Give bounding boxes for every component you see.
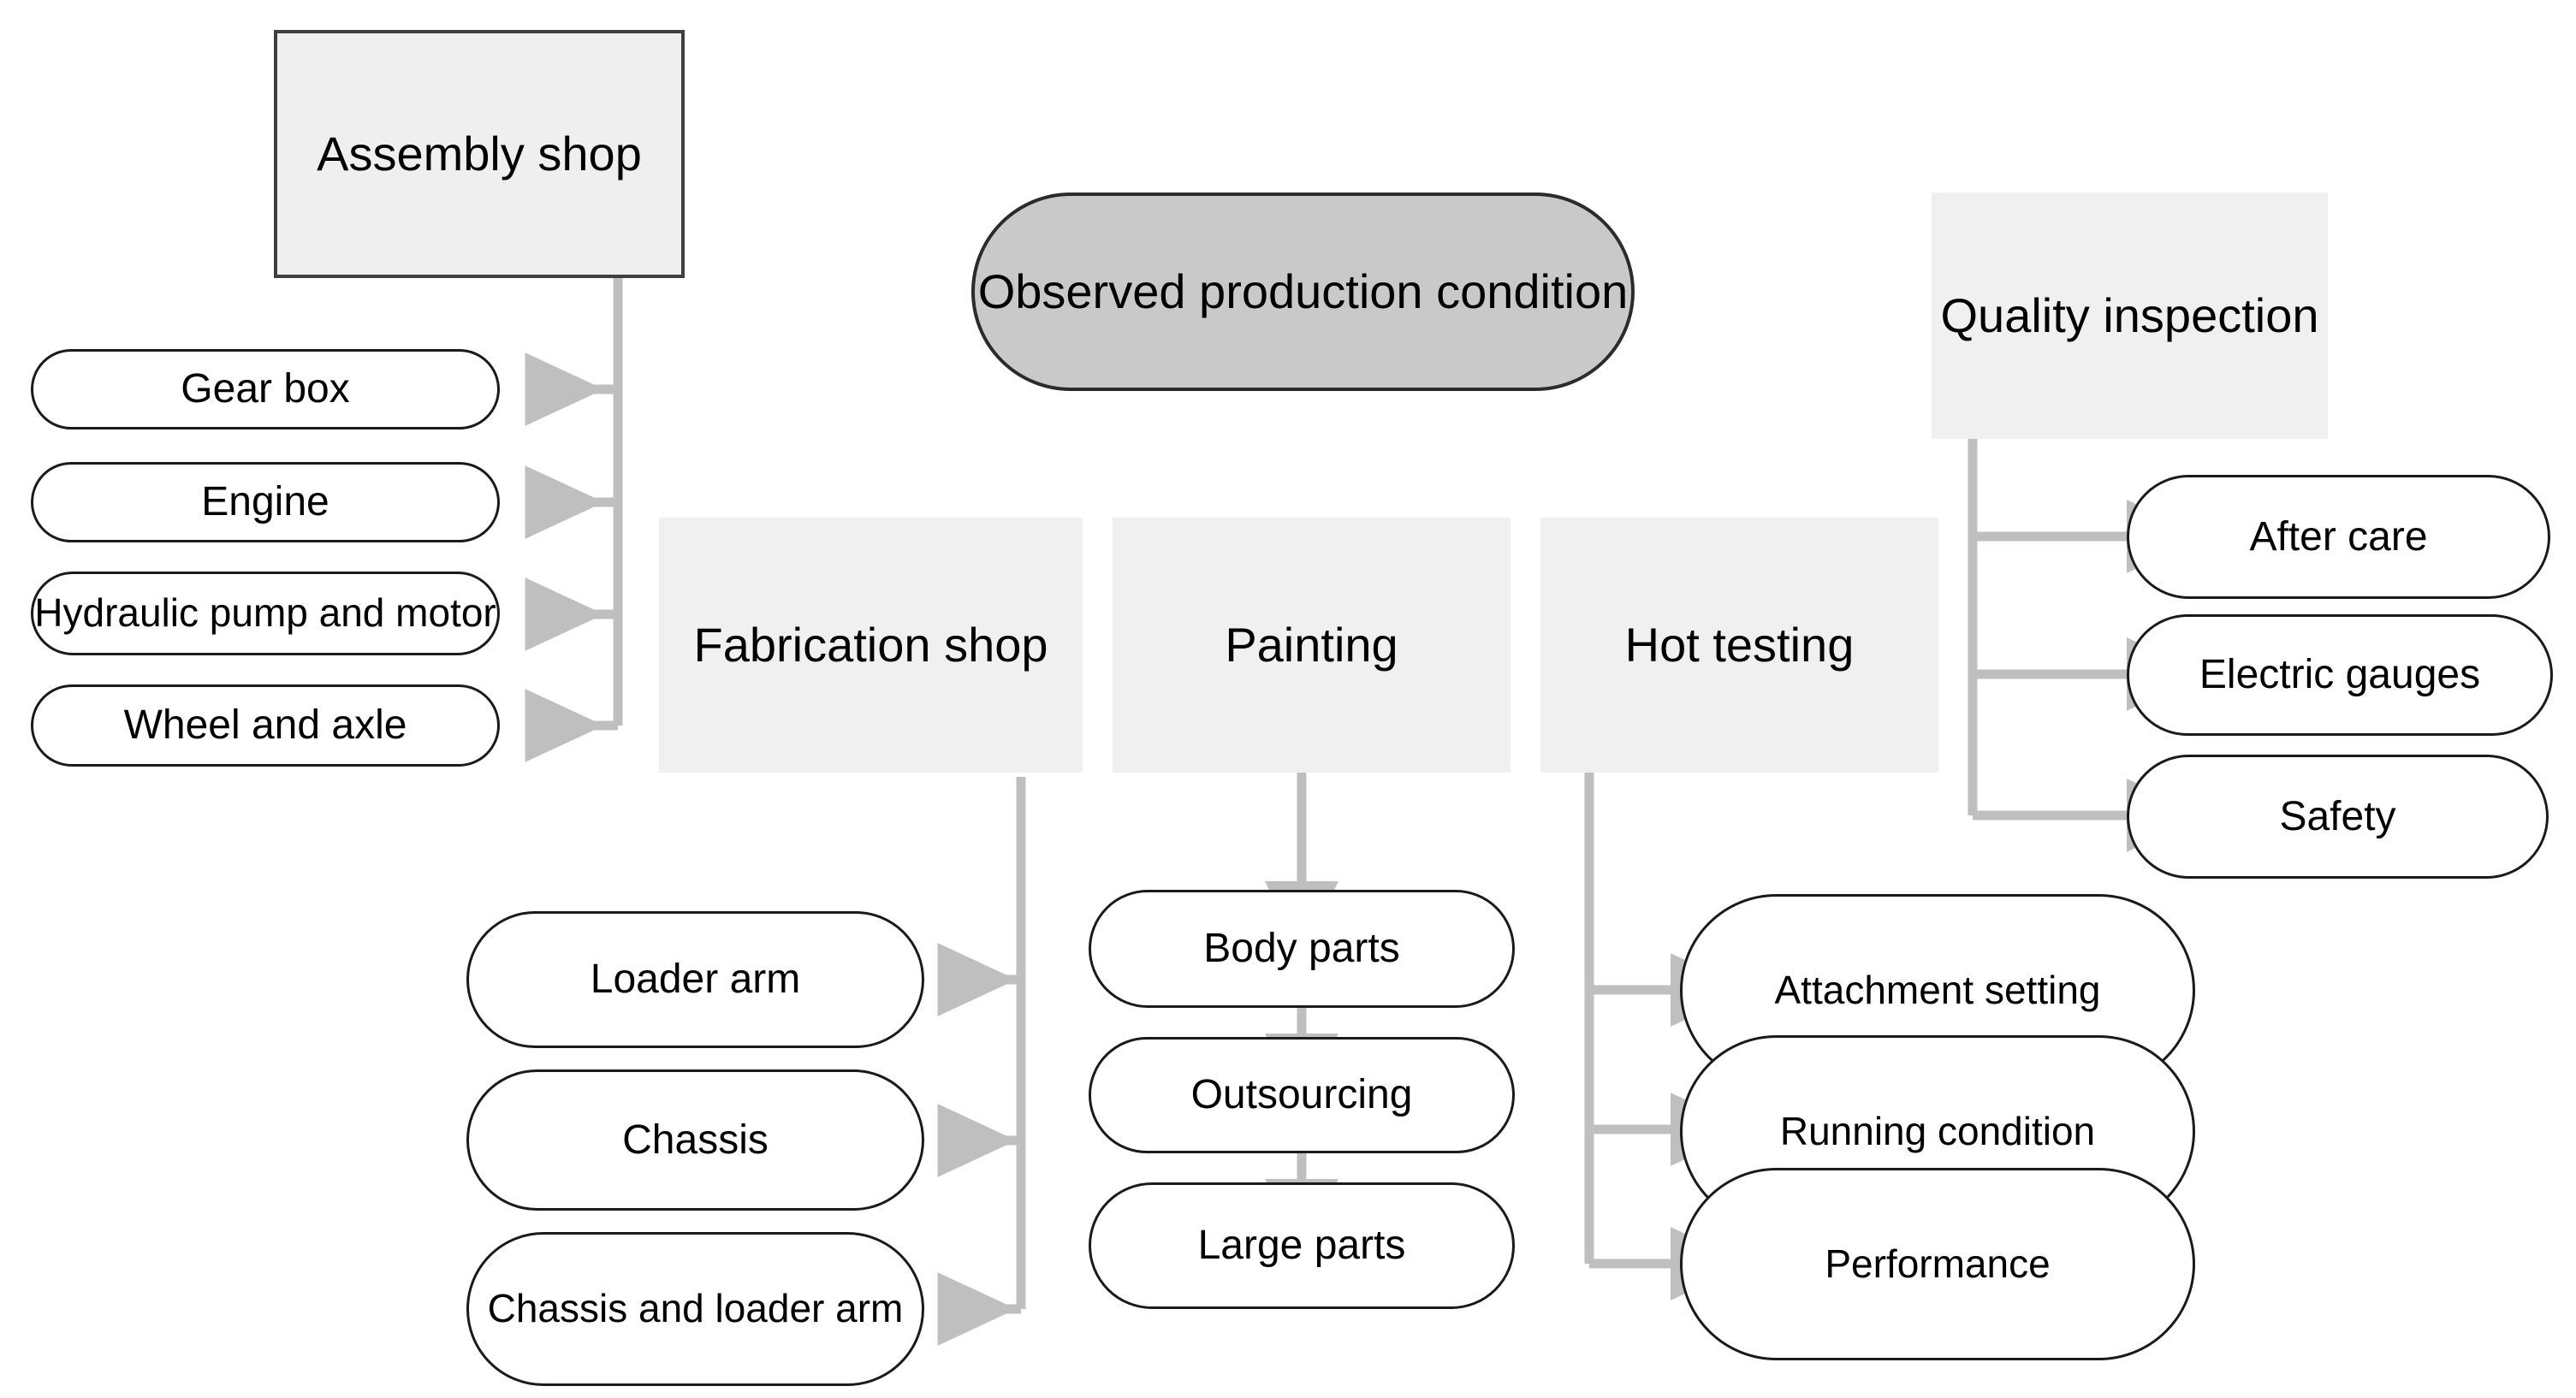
node-engine[interactable]: Engine xyxy=(31,462,500,542)
node-electric-gauges[interactable]: Electric gauges xyxy=(2127,614,2553,736)
node-running-condition-label: Running condition xyxy=(1779,1108,2096,1153)
node-performance[interactable]: Performance xyxy=(1680,1168,2195,1360)
node-gear-box[interactable]: Gear box xyxy=(31,349,500,429)
node-large-parts-label: Large parts xyxy=(1197,1223,1406,1269)
node-chassis-label: Chassis xyxy=(622,1117,769,1163)
node-hydraulic-pump-and-motor-label: Hydraulic pump and motor xyxy=(34,590,496,636)
node-engine-label: Engine xyxy=(201,479,329,525)
node-outsourcing[interactable]: Outsourcing xyxy=(1089,1037,1515,1153)
node-hydraulic-pump-and-motor[interactable]: Hydraulic pump and motor xyxy=(31,572,500,655)
group-header-quality-inspection-label: Quality inspection xyxy=(1940,287,2319,342)
node-body-parts[interactable]: Body parts xyxy=(1089,890,1515,1008)
node-safety-label: Safety xyxy=(2279,793,2396,839)
node-outsourcing-label: Outsourcing xyxy=(1190,1072,1413,1118)
group-header-fabrication-shop-label: Fabrication shop xyxy=(693,617,1048,672)
node-loader-arm-label: Loader arm xyxy=(590,957,801,1003)
node-wheel-and-axle-label: Wheel and axle xyxy=(123,702,407,749)
node-body-parts-label: Body parts xyxy=(1203,926,1400,972)
group-header-assembly-shop-label: Assembly shop xyxy=(317,126,642,181)
node-performance-label: Performance xyxy=(1825,1241,2051,1286)
node-electric-gauges-label: Electric gauges xyxy=(2199,652,2481,698)
center-node-observed-production-condition[interactable]: Observed production condition xyxy=(971,193,1635,391)
node-after-care[interactable]: After care xyxy=(2127,475,2550,599)
node-large-parts[interactable]: Large parts xyxy=(1089,1182,1515,1309)
group-header-quality-inspection[interactable]: Quality inspection xyxy=(1932,193,2328,439)
node-chassis[interactable]: Chassis xyxy=(466,1069,924,1211)
node-gear-box-label: Gear box xyxy=(181,366,350,412)
node-loader-arm[interactable]: Loader arm xyxy=(466,911,924,1048)
node-chassis-and-loader-arm-label: Chassis and loader arm xyxy=(487,1286,904,1331)
node-wheel-and-axle[interactable]: Wheel and axle xyxy=(31,684,500,767)
group-header-hot-testing[interactable]: Hot testing xyxy=(1540,518,1938,773)
group-header-assembly-shop[interactable]: Assembly shop xyxy=(274,30,685,278)
group-header-fabrication-shop[interactable]: Fabrication shop xyxy=(659,518,1083,773)
node-after-care-label: After care xyxy=(2249,513,2428,560)
center-node-label: Observed production condition xyxy=(977,264,1629,318)
node-safety[interactable]: Safety xyxy=(2127,755,2549,879)
node-chassis-and-loader-arm[interactable]: Chassis and loader arm xyxy=(466,1232,924,1386)
group-header-hot-testing-label: Hot testing xyxy=(1624,617,1855,672)
group-header-painting-label: Painting xyxy=(1225,617,1398,672)
node-attachment-setting-label: Attachment setting xyxy=(1774,967,2101,1012)
group-header-painting[interactable]: Painting xyxy=(1113,518,1511,773)
